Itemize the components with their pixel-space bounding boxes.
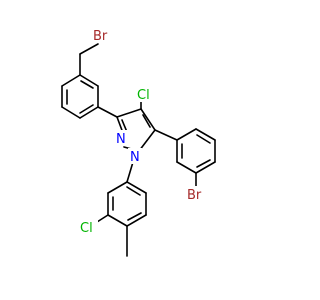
bond bbox=[195, 128, 216, 141]
bond bbox=[126, 186, 141, 196]
bond bbox=[138, 129, 156, 152]
bond bbox=[196, 134, 211, 144]
bond bbox=[140, 108, 156, 131]
bond bbox=[107, 181, 128, 194]
atom-n2: N bbox=[116, 132, 126, 147]
bond bbox=[107, 214, 128, 227]
bond bbox=[126, 181, 147, 194]
molecule-drawing: Br Cl N N Br Cl bbox=[61, 27, 216, 257]
bond bbox=[126, 161, 134, 183]
atom-labels: Br Cl N N Br Cl bbox=[78, 27, 210, 236]
bond bbox=[80, 80, 94, 89]
bond bbox=[61, 106, 81, 119]
bonds bbox=[61, 43, 216, 257]
bond bbox=[176, 161, 197, 174]
bond bbox=[61, 74, 81, 87]
bond bbox=[176, 128, 197, 141]
atom-br-right: Br bbox=[187, 188, 202, 203]
bond bbox=[126, 214, 147, 227]
atom-br-top: Br bbox=[93, 29, 108, 44]
atom-cl-pyrazole: Cl bbox=[137, 88, 150, 103]
bond bbox=[96, 214, 109, 223]
bond bbox=[79, 104, 94, 114]
bond bbox=[116, 108, 142, 118]
structure-canvas: Br Cl N N Br Cl bbox=[61, 27, 216, 257]
bond bbox=[79, 106, 99, 119]
bond bbox=[97, 106, 118, 118]
atom-n1: N bbox=[130, 150, 140, 165]
bond bbox=[142, 114, 151, 128]
bond bbox=[127, 212, 142, 221]
bond bbox=[79, 74, 99, 87]
atom-cl-aryl: Cl bbox=[80, 221, 93, 236]
bond bbox=[79, 43, 99, 55]
bond bbox=[154, 129, 178, 141]
bond bbox=[196, 159, 211, 168]
bond bbox=[195, 161, 216, 174]
